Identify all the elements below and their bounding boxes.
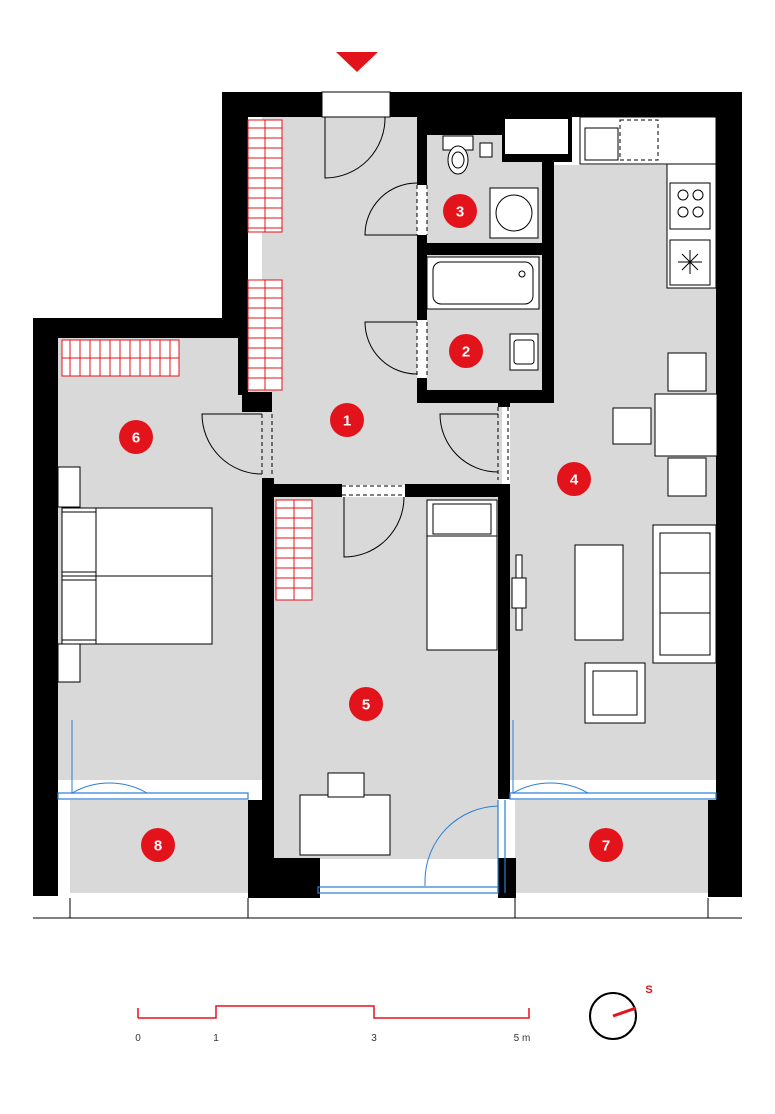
compass-label: S bbox=[645, 984, 652, 996]
wc-door bbox=[364, 182, 418, 236]
wall-balcony8-right bbox=[248, 800, 262, 898]
nightstand-top bbox=[57, 466, 81, 508]
room-markers: 1 2 3 4 5 6 7 8 bbox=[119, 194, 623, 862]
room-marker-4: 4 bbox=[557, 462, 591, 496]
wall-wc-left-lower bbox=[417, 235, 427, 320]
entrance-door bbox=[324, 116, 386, 179]
room-marker-8: 8 bbox=[141, 828, 175, 862]
wall-hall-room6-lower bbox=[262, 392, 272, 412]
wall-room6-right-top bbox=[242, 392, 262, 404]
washing-machine-icon bbox=[489, 187, 539, 239]
wall-right bbox=[716, 92, 742, 897]
room-number: 4 bbox=[570, 472, 579, 489]
wall-bed5-bottom bbox=[262, 858, 320, 898]
scale-tick-label: 1 bbox=[213, 1033, 219, 1044]
room-marker-5: 5 bbox=[349, 687, 383, 721]
bath-door bbox=[364, 321, 418, 375]
room-marker-2: 2 bbox=[449, 334, 483, 368]
radiator-room5 bbox=[275, 499, 313, 601]
wall-bath-bottom bbox=[417, 390, 554, 403]
room-marker-1: 1 bbox=[330, 403, 364, 437]
room-number: 2 bbox=[462, 344, 470, 361]
room-number: 1 bbox=[343, 413, 351, 430]
room-number: 5 bbox=[362, 697, 370, 714]
wall-bed5-living bbox=[498, 484, 510, 799]
scale-tick-label: 3 bbox=[371, 1033, 377, 1044]
scale-bar: 0 1 3 5 m bbox=[135, 1005, 531, 1044]
nightstand-bottom bbox=[57, 643, 81, 683]
wall-shaft-white bbox=[505, 119, 568, 154]
oven-icon bbox=[669, 239, 711, 286]
balcony8-door bbox=[71, 720, 148, 794]
room6-door bbox=[201, 413, 263, 475]
chair-bottom bbox=[667, 457, 707, 497]
wall-hall-bedroom5-left bbox=[262, 484, 342, 497]
armchair-icon bbox=[584, 662, 646, 724]
wall-hall-left bbox=[222, 92, 242, 332]
entrance-door-frame bbox=[321, 91, 391, 118]
double-bed-icon bbox=[61, 507, 213, 645]
floors bbox=[57, 115, 718, 893]
radiator-room6 bbox=[61, 339, 180, 377]
single-bed-icon bbox=[426, 499, 498, 651]
wall-hall-left-inner bbox=[238, 115, 248, 395]
wall-room6-left bbox=[33, 318, 58, 896]
dining-table bbox=[654, 393, 718, 457]
room-marker-3: 3 bbox=[443, 194, 477, 228]
scale-tick-label: 0 bbox=[135, 1033, 141, 1044]
wall-balcony7-right bbox=[708, 800, 716, 897]
windows bbox=[57, 792, 717, 894]
window-room7 bbox=[509, 792, 717, 800]
toilet-icon bbox=[442, 135, 474, 175]
walls bbox=[33, 92, 742, 898]
coffee-table bbox=[574, 544, 624, 641]
balcony-doors bbox=[71, 720, 589, 886]
window-room5 bbox=[317, 886, 499, 894]
wall-wc-right bbox=[542, 117, 554, 403]
radiators bbox=[61, 119, 313, 601]
room-number: 3 bbox=[456, 204, 464, 221]
ground-line bbox=[33, 898, 742, 919]
compass-icon: S bbox=[589, 984, 653, 1040]
bathtub-icon bbox=[426, 256, 540, 310]
scale-bar-line bbox=[137, 1005, 530, 1019]
wall-wc-top bbox=[417, 117, 427, 185]
radiator-hall-mid bbox=[247, 279, 283, 391]
kitchen-counter bbox=[579, 116, 717, 165]
wall-hall-bedroom5-right bbox=[405, 484, 505, 497]
balcony5-door bbox=[424, 805, 499, 886]
chair-left bbox=[612, 407, 652, 445]
window-room8 bbox=[57, 792, 249, 800]
balcony7-door bbox=[512, 720, 589, 794]
wc-flush bbox=[479, 142, 493, 158]
wall-room6-top bbox=[33, 318, 242, 338]
radiator-hall-top bbox=[247, 119, 283, 233]
room-number: 8 bbox=[154, 838, 162, 855]
sofa-icon bbox=[652, 524, 717, 664]
wall-top-right bbox=[390, 92, 742, 117]
wall-wc-bath bbox=[417, 243, 547, 255]
room-number: 6 bbox=[132, 430, 140, 447]
doors bbox=[201, 91, 527, 631]
living-door bbox=[439, 413, 499, 473]
desk bbox=[299, 794, 391, 856]
entrance-arrow-icon bbox=[336, 52, 378, 72]
desk-chair bbox=[327, 772, 365, 798]
stove-icon bbox=[669, 182, 711, 230]
chair-top bbox=[667, 352, 707, 392]
floor-hallway-lower bbox=[262, 395, 502, 485]
wall-bed5-bottom-right bbox=[498, 858, 516, 898]
floor-hallway bbox=[262, 115, 417, 395]
wall-wc-inner bbox=[427, 117, 502, 135]
wall-room6-right bbox=[262, 478, 274, 898]
room-marker-6: 6 bbox=[119, 420, 153, 454]
scale-tick-label: 5 m bbox=[514, 1033, 531, 1044]
room5-door bbox=[343, 496, 405, 558]
furniture bbox=[57, 116, 718, 856]
sink-icon bbox=[509, 333, 539, 371]
room-number: 7 bbox=[602, 838, 610, 855]
room-marker-7: 7 bbox=[589, 828, 623, 862]
